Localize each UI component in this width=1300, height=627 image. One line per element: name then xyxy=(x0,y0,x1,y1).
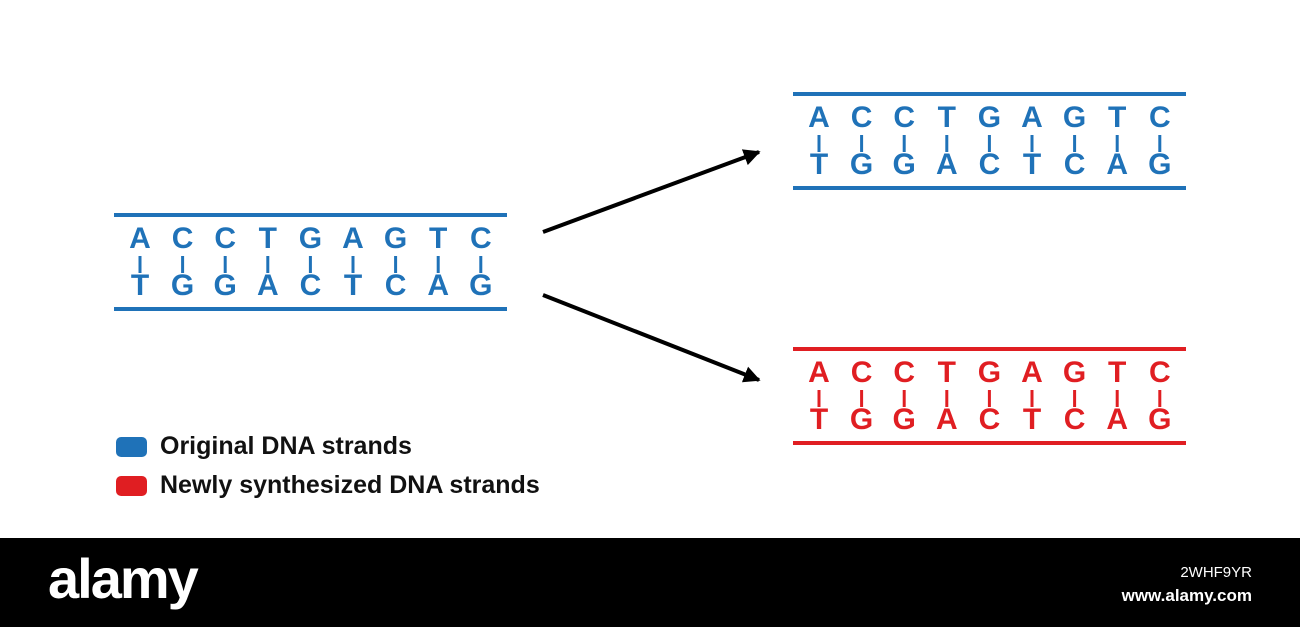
bottom-base: G xyxy=(1148,403,1171,436)
bottom-base: T xyxy=(344,269,362,302)
top-base: G xyxy=(299,222,322,255)
bottom-base: T xyxy=(131,269,149,302)
top-base: G xyxy=(384,222,407,255)
top-base: C xyxy=(893,101,915,134)
bottom-base: T xyxy=(1023,403,1041,436)
top-base: T xyxy=(259,222,277,255)
top-base: G xyxy=(1063,356,1086,389)
alamy-logo: alamy xyxy=(48,547,199,610)
watermark-footer: alamy 2WHF9YR www.alamy.com xyxy=(0,538,1300,627)
bottom-base: C xyxy=(300,269,322,302)
top-base: A xyxy=(342,222,364,255)
top-base: A xyxy=(129,222,151,255)
lower-replication-arrow xyxy=(542,293,761,383)
bottom-base: A xyxy=(427,269,449,302)
bottom-base: G xyxy=(469,269,492,302)
top-base: C xyxy=(851,101,873,134)
top-base: A xyxy=(808,101,830,134)
top-base: C xyxy=(1149,356,1171,389)
top-base: G xyxy=(1063,101,1086,134)
bottom-base: G xyxy=(171,269,194,302)
bottom-base: C xyxy=(385,269,407,302)
bottom-base: C xyxy=(1064,148,1086,181)
bottom-base: C xyxy=(1064,403,1086,436)
legend-label-original: Original DNA strands xyxy=(160,432,412,460)
bottom-base: G xyxy=(1148,148,1171,181)
top-base: C xyxy=(851,356,873,389)
top-base: C xyxy=(214,222,236,255)
legend-item-new: Newly synthesized DNA strands xyxy=(116,471,540,500)
bottom-base: G xyxy=(850,148,873,181)
top-base: A xyxy=(1021,101,1043,134)
bottom-base: A xyxy=(936,148,958,181)
top-base: T xyxy=(429,222,447,255)
top-base: A xyxy=(808,356,830,389)
site-url: www.alamy.com xyxy=(1121,586,1252,605)
bottom-base: C xyxy=(979,403,1001,436)
legend-swatch-original xyxy=(116,436,147,457)
bottom-base: G xyxy=(214,269,237,302)
legend-label-new: Newly synthesized DNA strands xyxy=(160,471,540,499)
top-base: A xyxy=(1021,356,1043,389)
bottom-base: G xyxy=(893,403,916,436)
bottom-base: G xyxy=(893,148,916,181)
bottom-base: A xyxy=(936,403,958,436)
top-base: T xyxy=(938,356,956,389)
bottom-base: G xyxy=(850,403,873,436)
top-base: C xyxy=(893,356,915,389)
bottom-base: C xyxy=(979,148,1001,181)
bottom-base: A xyxy=(1106,148,1128,181)
top-base: T xyxy=(938,101,956,134)
image-id: 2WHF9YR xyxy=(1180,564,1252,581)
upper-replication-arrow xyxy=(542,149,761,234)
top-base: G xyxy=(978,101,1001,134)
top-base: T xyxy=(1108,101,1126,134)
bottom-base: A xyxy=(257,269,279,302)
top-base: T xyxy=(1108,356,1126,389)
top-base: C xyxy=(1149,101,1171,134)
top-base: G xyxy=(978,356,1001,389)
bottom-base: T xyxy=(1023,148,1041,181)
bottom-base: T xyxy=(810,148,828,181)
top-base: C xyxy=(172,222,194,255)
top-base: C xyxy=(470,222,492,255)
legend-swatch-new xyxy=(116,475,147,496)
bottom-base: T xyxy=(810,403,828,436)
legend-item-original: Original DNA strands xyxy=(116,432,412,461)
bottom-base: A xyxy=(1106,403,1128,436)
